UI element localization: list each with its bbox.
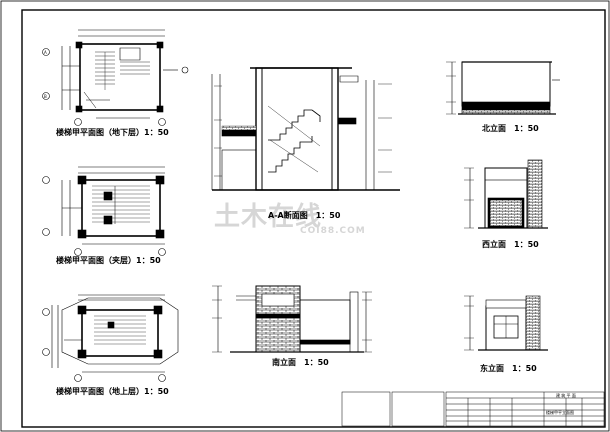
title-plan-top: 楼梯甲平面图（地上层）1：50 bbox=[56, 387, 169, 396]
plan-basement bbox=[42, 29, 189, 126]
plan-standard bbox=[42, 166, 166, 256]
title-south-elevation: 南立面 1：50 bbox=[272, 358, 329, 367]
title-north-elevation: 北立面 1：50 bbox=[482, 124, 539, 133]
title-block-drawing-name: 楼梯甲平立面图 bbox=[546, 410, 574, 415]
title-block-header: 建 筑 平 面 bbox=[556, 393, 576, 398]
title-plan-standard: 楼梯甲平面图（夹层）1：50 bbox=[56, 256, 161, 265]
title-block bbox=[341, 391, 605, 427]
section-aa bbox=[211, 67, 400, 191]
title-section-aa: A-A断面图 1：50 bbox=[268, 211, 341, 220]
watermark-logo-text: 土木在线 bbox=[214, 202, 323, 232]
title-east-elevation: 东立面 1：50 bbox=[480, 364, 537, 373]
axis-a-1: A bbox=[44, 50, 47, 55]
title-plan-basement: 楼梯甲平面图（地下层）1：50 bbox=[56, 128, 169, 137]
axis-b-1: B bbox=[44, 94, 47, 99]
south-elevation bbox=[212, 285, 372, 353]
watermark-sub-text: COI88.COM bbox=[300, 226, 366, 236]
title-west-elevation: 西立面 1：50 bbox=[482, 240, 539, 249]
plan-top bbox=[42, 294, 179, 382]
north-elevation bbox=[446, 61, 560, 115]
sheet-border-inner bbox=[21, 9, 606, 428]
east-elevation bbox=[464, 295, 548, 351]
west-elevation bbox=[464, 159, 548, 229]
